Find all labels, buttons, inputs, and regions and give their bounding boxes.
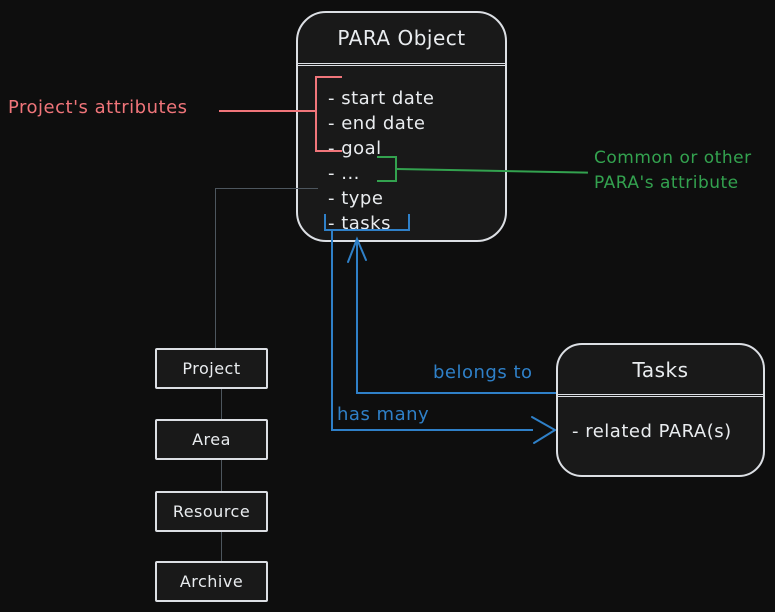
attribute-tasks: - tasks bbox=[328, 213, 391, 234]
project-attributes-label: Project's attributes bbox=[8, 97, 188, 118]
has-many-horizontal-line bbox=[331, 429, 533, 431]
para-object-attribute-list: - start date - end date - goal - ... - t… bbox=[328, 86, 434, 236]
has-many-vertical-line bbox=[331, 231, 333, 430]
type-connector-elbow bbox=[215, 188, 318, 348]
belongs-to-vertical-line bbox=[356, 240, 358, 393]
tasks-box: Tasks - related PARA(s) bbox=[556, 343, 765, 477]
para-object-divider bbox=[298, 63, 505, 66]
tasks-divider bbox=[558, 394, 763, 397]
type-connector-segment-2 bbox=[221, 460, 222, 492]
attribute-start-date: - start date bbox=[328, 88, 435, 109]
has-many-label: has many bbox=[337, 404, 430, 425]
arrow-right-head-icon bbox=[531, 416, 557, 444]
type-box-resource: Resource bbox=[155, 491, 268, 532]
tasks-bracket bbox=[324, 214, 410, 231]
attribute-end-date: - end date bbox=[328, 113, 426, 134]
belongs-to-label: belongs to bbox=[433, 362, 533, 383]
attribute-type: - type bbox=[328, 188, 384, 209]
common-attribute-label: Common or other PARA's attribute bbox=[594, 146, 752, 196]
type-connector-segment-3 bbox=[221, 532, 222, 562]
type-box-area: Area bbox=[155, 419, 268, 460]
para-object-title: PARA Object bbox=[337, 26, 466, 50]
belongs-to-horizontal-line bbox=[356, 392, 556, 394]
arrow-up-head-icon bbox=[347, 236, 367, 263]
project-attributes-connector-line bbox=[219, 110, 315, 112]
type-box-project: Project bbox=[155, 348, 268, 389]
common-attribute-label-line1: Common or other bbox=[594, 148, 752, 168]
type-box-archive: Archive bbox=[155, 561, 268, 602]
common-attribute-bracket bbox=[377, 156, 397, 182]
tasks-attribute-list: - related PARA(s) bbox=[572, 419, 732, 444]
para-object-box: PARA Object - start date - end date - go… bbox=[296, 11, 507, 242]
tasks-title: Tasks bbox=[632, 357, 689, 382]
type-connector-segment-1 bbox=[221, 389, 222, 420]
project-attributes-bracket bbox=[315, 76, 342, 152]
attribute-ellipsis: - ... bbox=[328, 163, 360, 184]
attribute-related-para: - related PARA(s) bbox=[572, 421, 732, 442]
attribute-goal: - goal bbox=[328, 138, 382, 159]
common-attribute-label-line2: PARA's attribute bbox=[594, 173, 739, 193]
